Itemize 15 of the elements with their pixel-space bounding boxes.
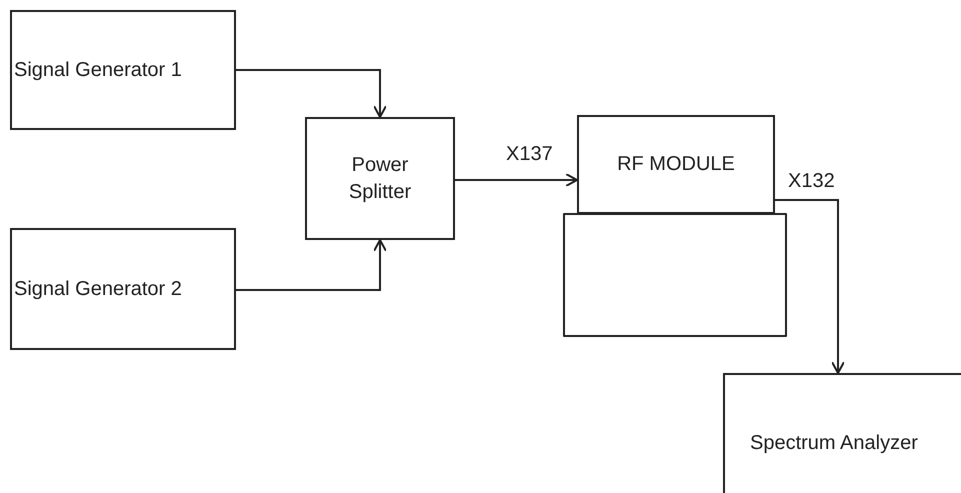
block-box [563, 213, 787, 337]
block-label: Spectrum Analyzer [750, 430, 918, 456]
arrow [775, 199, 845, 374]
block-box [577, 115, 775, 214]
arrow [455, 173, 578, 187]
arrow [236, 69, 387, 118]
block-box [305, 117, 455, 240]
block-box [10, 228, 236, 350]
arrow [236, 239, 387, 291]
block-box [10, 10, 236, 130]
block-box [723, 373, 961, 493]
block-label: Signal Generator 2 [14, 276, 182, 302]
block-label: RF MODULE [617, 152, 735, 177]
block-label: Signal Generator 1 [14, 58, 182, 82]
block-label: Power Splitter [348, 152, 412, 204]
